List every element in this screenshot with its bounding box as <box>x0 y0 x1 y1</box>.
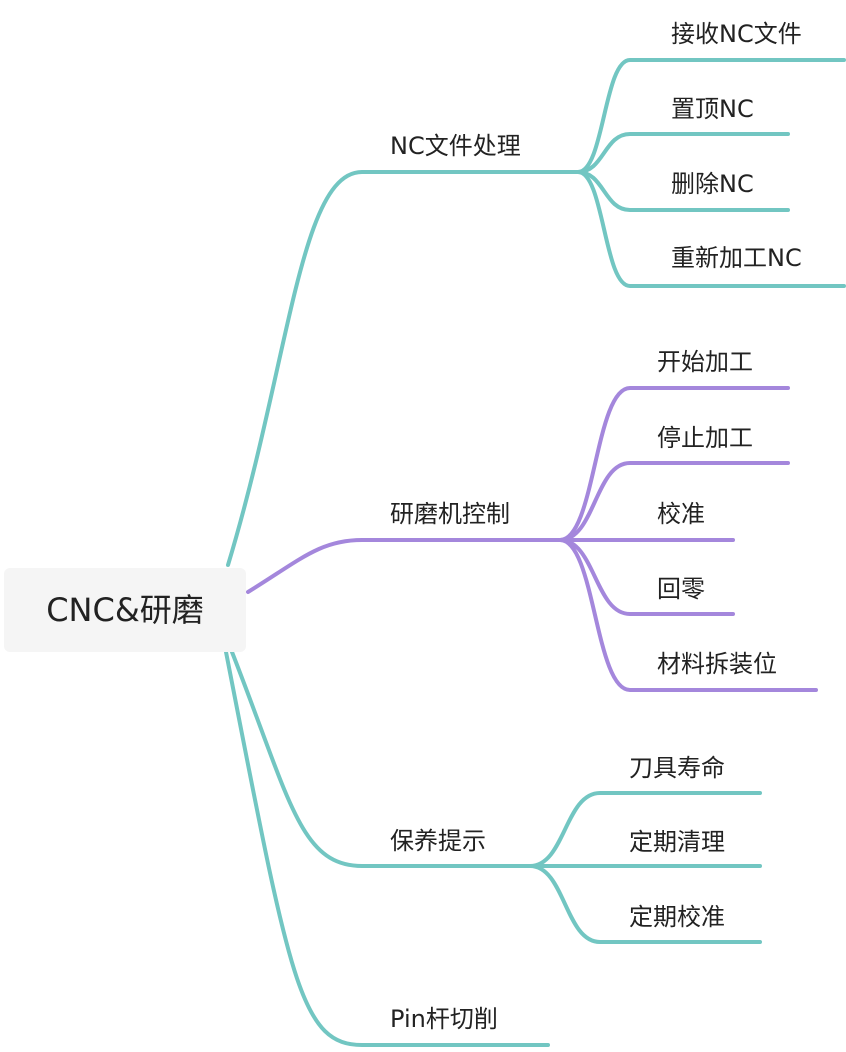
branch-node-maintenance[interactable]: 保养提示 <box>390 827 486 855</box>
branch-connector <box>224 650 550 1047</box>
branch-connector <box>246 538 562 594</box>
leaf-node[interactable]: 置顶NC <box>671 95 754 123</box>
leaf-node[interactable]: 开始加工 <box>657 348 753 376</box>
leaf-connector <box>558 386 790 542</box>
leaf-connector <box>528 864 762 944</box>
leaf-node[interactable]: 定期校准 <box>629 903 725 931</box>
root-node-label: CNC&研磨 <box>46 591 204 629</box>
leaf-node[interactable]: 材料拆装位 <box>657 650 777 678</box>
leaf-connector <box>528 791 762 868</box>
branch-node-nc-file[interactable]: NC文件处理 <box>390 132 521 160</box>
leaf-connector <box>576 132 790 174</box>
branch-node-grinder-control[interactable]: 研磨机控制 <box>390 500 510 528</box>
leaf-node[interactable]: 重新加工NC <box>671 244 802 272</box>
leaf-connector <box>558 538 818 692</box>
leaf-connector <box>576 170 846 288</box>
branch-node-pin-cutting[interactable]: Pin杆切削 <box>390 1005 498 1033</box>
branch-connector <box>226 170 580 567</box>
leaf-node[interactable]: 停止加工 <box>657 424 753 452</box>
leaf-connector <box>558 461 790 542</box>
leaf-connector <box>576 58 846 174</box>
leaf-node[interactable]: 回零 <box>657 575 705 603</box>
leaf-node[interactable]: 校准 <box>657 500 705 528</box>
leaf-node[interactable]: 刀具寿命 <box>629 754 725 782</box>
branch-connector <box>230 650 532 868</box>
leaf-node[interactable]: 定期清理 <box>629 828 725 856</box>
leaf-node[interactable]: 接收NC文件 <box>671 20 802 48</box>
leaf-node[interactable]: 删除NC <box>671 170 754 198</box>
root-node[interactable] <box>4 568 246 652</box>
